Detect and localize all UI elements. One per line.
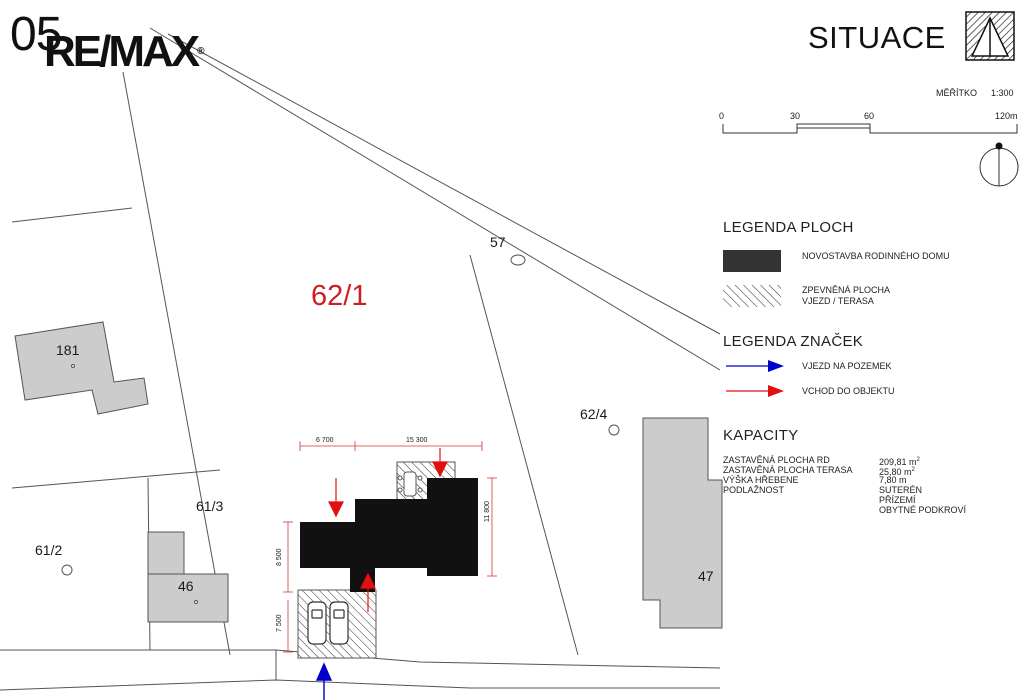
dimension-lines (283, 441, 497, 653)
page-title: SITUACE (808, 20, 946, 55)
driveway-arrow (315, 662, 333, 700)
building-label-46: 46 (178, 578, 194, 594)
north-arrow-icon (979, 142, 1019, 187)
new-house (300, 478, 478, 592)
capacity-row-extra: OBYTNÉ PODKROVÍ (879, 505, 967, 515)
parcel-label-right: 62/4 (580, 406, 608, 422)
building-47 (642, 417, 723, 629)
survey-marks (61, 254, 620, 604)
capacities-title: KAPACITY (723, 427, 799, 444)
sheet-number: 05 (10, 8, 62, 61)
title-mark-icon (965, 11, 1015, 61)
parcel-lines (0, 27, 721, 691)
dimension-depth: 11 800 (484, 501, 491, 522)
capacities-table: ZASTAVĚNÁ PLOCHA RD 209,81 m2 ZASTAVĚNÁ … (723, 455, 1013, 515)
scale-tick-120: 120m (995, 111, 1018, 121)
building-46-annex (147, 531, 185, 575)
dimension-side-1: 8 500 (276, 548, 283, 566)
building-label-47: 47 (698, 568, 714, 584)
legend-item-entry: VCHOD DO OBJEKTU (802, 386, 895, 396)
existing-buildings (14, 321, 723, 629)
parcel-label-main: 62/1 (311, 280, 368, 312)
legend-arrow-drive (726, 360, 784, 372)
legend-swatch-paved (723, 285, 781, 307)
building-label-181: 181 (56, 342, 80, 358)
parked-cars (307, 601, 349, 645)
patio-table (397, 471, 423, 497)
capacity-row: ZASTAVĚNÁ PLOCHA TERASA 25,80 m2 (723, 465, 915, 477)
legend-item-paved: ZPEVNĚNÁ PLOCHA VJEZD / TERASA (802, 285, 891, 306)
dimension-side-2: 7 500 (276, 614, 283, 632)
entrance-arrows (328, 448, 448, 612)
legend-marks-title: LEGENDA ZNAČEK (723, 333, 864, 350)
capacity-row-extra: PŘÍZEMÍ (879, 495, 916, 505)
building-46 (147, 573, 229, 623)
legend-areas-title: LEGENDA PLOCH (723, 219, 854, 236)
parcel-label-left-upper: 61/3 (196, 498, 224, 514)
scale-tick-60: 60 (864, 111, 875, 121)
legend-item-drive: VJEZD NA POZEMEK (802, 361, 892, 371)
parcel-label-road: 57 (490, 234, 506, 250)
legend-arrow-entry (726, 385, 784, 397)
legend-swatch-new-building (723, 250, 781, 272)
building-181 (14, 321, 149, 415)
scale-tick-30: 30 (790, 111, 801, 121)
parcel-label-left-lower: 61/2 (35, 542, 63, 558)
capacity-row: ZASTAVĚNÁ PLOCHA RD 209,81 m2 (723, 455, 920, 467)
legend-item-new-building: NOVOSTAVBA RODINNÉHO DOMU (802, 251, 950, 261)
dimension-width-1: 6 700 (316, 437, 334, 444)
scale-bar (722, 123, 1018, 134)
capacity-row: PODLAŽNOST SUTERÉN (723, 485, 923, 495)
remax-logo: RE/MAX® (44, 27, 205, 76)
scale-tick-0: 0 (719, 111, 725, 121)
dimension-width-2: 15 300 (406, 437, 428, 444)
capacity-row: VÝŠKA HŘEBENE 7,80 m (723, 475, 907, 485)
